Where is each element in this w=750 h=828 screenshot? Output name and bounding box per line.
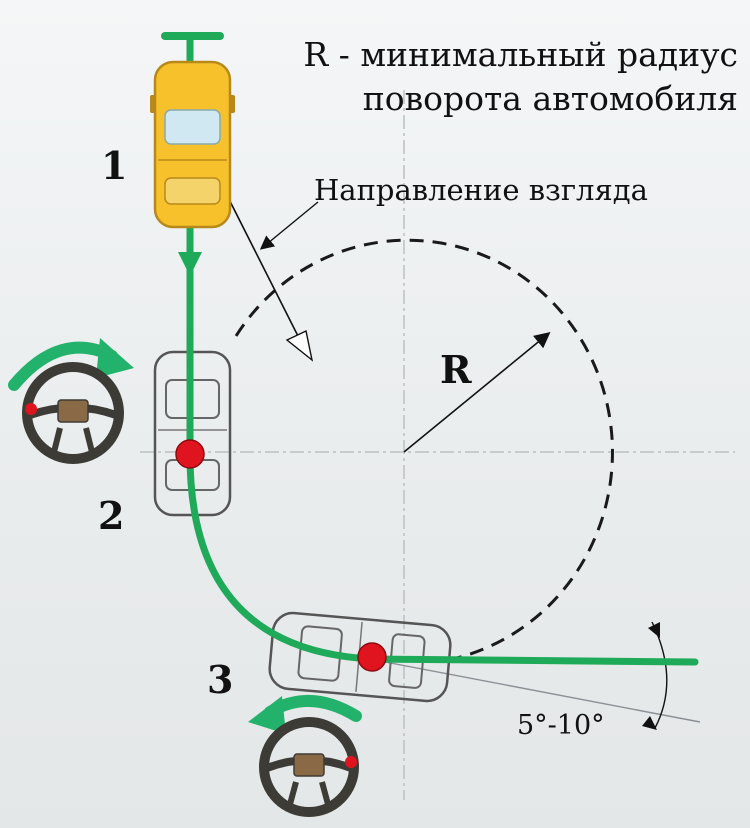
turning-radius-circle — [234, 238, 614, 662]
driving-path — [186, 221, 699, 666]
gaze-label-pointer — [259, 201, 319, 250]
rotation-arrow-icon — [248, 695, 362, 734]
title-line-2: поворота автомобиля — [362, 79, 738, 118]
position-label-1: 1 — [101, 143, 128, 188]
steering-wheel-icon — [259, 717, 359, 817]
radius-label: R — [440, 347, 472, 392]
rotation-arrow-icon — [8, 338, 134, 391]
contact-point-icon — [357, 642, 387, 672]
gaze-direction-label: Направление взгляда — [314, 173, 648, 207]
angle-arc — [651, 621, 668, 729]
angle-arc-arrow-top — [648, 622, 660, 638]
radius-arrow — [403, 331, 551, 453]
contact-point-icon — [175, 439, 205, 469]
angle-label: 5°-10° — [517, 710, 605, 741]
path-direction-arrow — [178, 252, 202, 276]
gaze-arrowhead — [285, 329, 314, 362]
title-line-1: R - минимальный радиус — [303, 35, 738, 74]
position-label-2: 2 — [98, 493, 125, 538]
steering-wheel-icon — [22, 362, 124, 464]
angle-reference-line — [379, 660, 701, 723]
car-icon — [150, 60, 235, 229]
angle-arc-arrow-bottom — [642, 716, 657, 730]
position-label-3: 3 — [207, 657, 234, 702]
